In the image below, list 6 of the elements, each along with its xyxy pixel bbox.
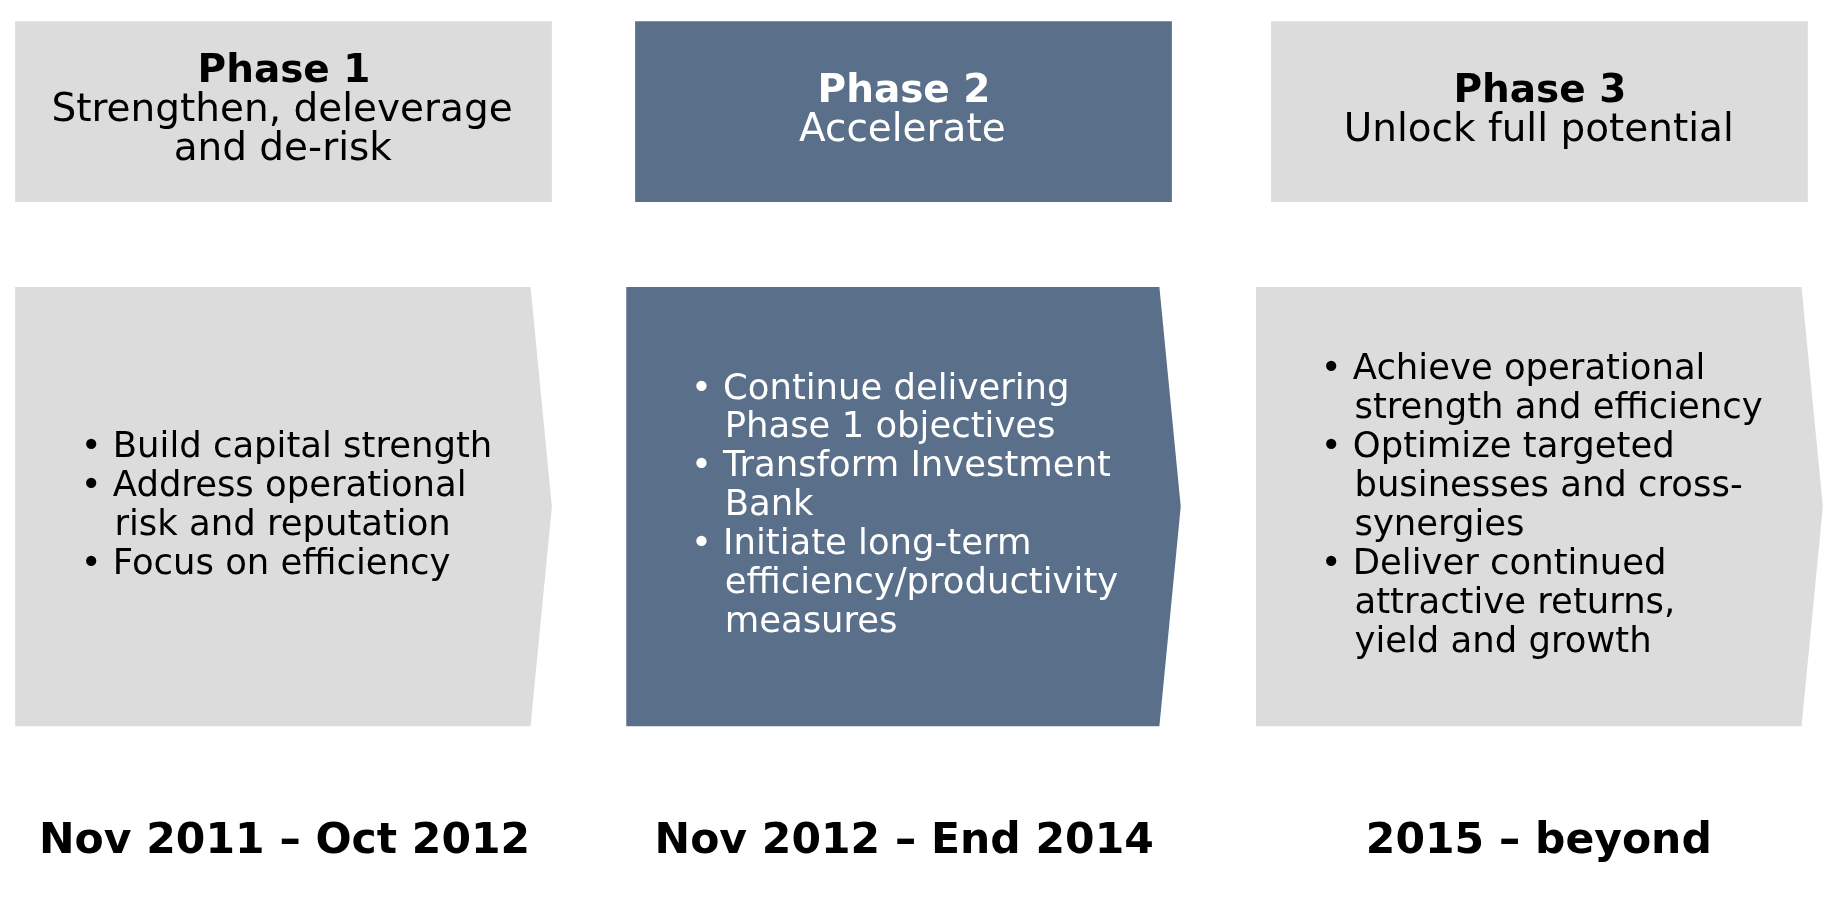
node-box: Phase 1 Strengthen, deleverage and de-risk — [15, 20, 552, 202]
node-box: Phase 2 Accelerate — [635, 20, 1172, 202]
node-label: Nov 2012 – End 2014 — [654, 813, 1154, 863]
node-label: 2015 – beyond — [1365, 813, 1712, 863]
node-label: Nov 2011 – Oct 2012 — [39, 813, 531, 863]
node-box: Phase 3 Unlock full potential — [1271, 20, 1808, 202]
